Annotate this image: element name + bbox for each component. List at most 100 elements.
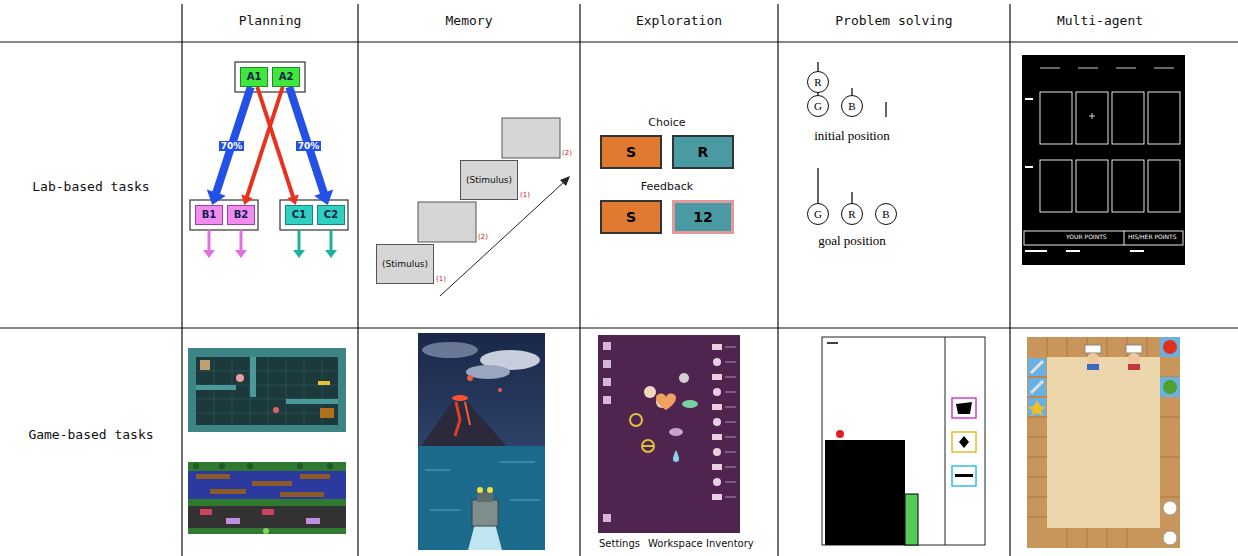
ocean-game-part xyxy=(477,487,483,493)
state-box: A1 xyxy=(240,67,268,87)
column-header: Planning xyxy=(239,14,302,29)
cooking-game-part xyxy=(1163,340,1177,354)
crafting-game-part-part xyxy=(725,362,736,363)
node-text: B2 xyxy=(234,210,249,220)
node-text: R xyxy=(814,77,821,88)
table-grid-part xyxy=(357,4,358,556)
two-step-task-part xyxy=(190,200,258,230)
physics-puzzle-game-part xyxy=(955,474,973,477)
economic-game-screen-part-part xyxy=(1154,68,1174,69)
node-text: (Stimulus) xyxy=(466,176,512,185)
dungeon-game-part-part xyxy=(196,371,338,372)
physics-puzzle-game-part xyxy=(825,440,905,545)
economic-game-screen-part-part xyxy=(1025,250,1047,252)
frogger-game-part xyxy=(196,474,330,497)
cooking-game-part-part xyxy=(1027,457,1047,458)
physics-puzzle-game xyxy=(822,337,985,545)
crafting-game-part-part xyxy=(725,482,736,483)
node-text: R xyxy=(848,209,855,220)
state-box: B2 xyxy=(227,205,255,225)
order-number: (1) xyxy=(436,275,446,283)
arrow-head xyxy=(314,190,333,205)
two-step-task-part xyxy=(209,230,241,250)
panel-label: Settings xyxy=(599,538,640,550)
cooking-game-part-part xyxy=(1027,477,1047,478)
ball-circle: R xyxy=(841,203,863,225)
crafting-game-part xyxy=(673,450,679,462)
two-step-task-part xyxy=(325,250,337,258)
cooking-game-part xyxy=(1031,361,1043,373)
frogger-game-part-part xyxy=(252,481,292,486)
frogger-game-part-part xyxy=(300,474,330,479)
crafting-game-part xyxy=(682,400,698,408)
dungeon-game-part xyxy=(320,408,334,418)
crafting-game-part-part xyxy=(725,407,736,408)
ocean-game-part xyxy=(467,375,473,381)
ocean-game-part xyxy=(418,446,545,550)
frogger-game-part xyxy=(226,518,320,524)
economic-game-screen-part-part xyxy=(1040,68,1060,69)
transition-arrow xyxy=(207,87,251,205)
cooking-game-part-part xyxy=(1126,345,1142,353)
economic-game-screen-part-part xyxy=(1130,250,1144,252)
ocean-game-part xyxy=(452,395,468,401)
panel-label: Inventory xyxy=(706,538,754,550)
cooking-game-part xyxy=(1160,337,1180,357)
frogger-game-part-part xyxy=(262,509,274,515)
ocean-game-part-part xyxy=(430,509,460,511)
frogger-game-part xyxy=(200,509,274,515)
state-box: A2 xyxy=(272,67,300,87)
cooking-game-part-part xyxy=(1087,364,1099,370)
dungeon-game-part xyxy=(318,381,330,385)
crafting-game-part-part xyxy=(713,478,721,486)
physics-puzzle-game-part xyxy=(952,398,976,418)
crafting-game xyxy=(598,335,740,533)
ocean-game-part xyxy=(498,388,502,392)
crafting-game-part-part xyxy=(725,422,736,423)
frogger-game-part xyxy=(188,471,346,499)
memory-stimulus-sequence xyxy=(418,118,570,296)
ocean-game-part xyxy=(420,402,508,448)
state-box: C2 xyxy=(317,205,345,225)
cooking-game-part-part xyxy=(1027,397,1047,398)
economic-game-screen-part-part xyxy=(1040,160,1072,212)
economic-game-screen-part-part xyxy=(1092,113,1093,119)
feedback-button: S xyxy=(600,200,662,234)
table-grid-part xyxy=(1009,4,1010,556)
crafting-game-part xyxy=(656,394,676,411)
ocean-game-part xyxy=(418,333,545,550)
ocean-game-part-part xyxy=(425,469,450,471)
cooking-game-part xyxy=(1163,501,1177,515)
cooking-game-part-part xyxy=(1027,377,1047,378)
frogger-game-part xyxy=(188,506,346,528)
node-text: B1 xyxy=(202,210,217,220)
two-step-task xyxy=(190,62,348,258)
cooking-game-part-part xyxy=(1107,337,1108,357)
column-header: Multi-agent xyxy=(1057,14,1143,29)
score-label: HIS/HER POINTS xyxy=(1128,234,1177,241)
stimulus-card: (Stimulus) xyxy=(376,244,434,284)
physics-puzzle-game-part xyxy=(956,402,972,414)
cooking-game-part xyxy=(1027,337,1180,548)
physics-puzzle-game-part xyxy=(959,436,969,448)
ocean-game xyxy=(418,333,545,550)
two-step-task-part-part xyxy=(330,230,333,250)
memory-stimulus-sequence-part xyxy=(560,176,570,186)
cooking-game-part xyxy=(1163,531,1177,545)
economic-game-screen-part xyxy=(1025,98,1144,252)
panel-label: Workspace xyxy=(648,538,703,550)
table-grid-part xyxy=(181,4,182,556)
column-header: Exploration xyxy=(636,14,722,29)
crafting-game-part-part xyxy=(712,344,722,350)
ball-circle: B xyxy=(875,203,897,225)
physics-puzzle-game-part xyxy=(945,337,946,545)
economic-game-screen-part-part xyxy=(1112,92,1144,144)
cooking-game-part-part xyxy=(1107,528,1108,548)
state-box: B1 xyxy=(195,205,223,225)
physics-puzzle-game-part xyxy=(827,342,838,344)
cooking-game-part-part xyxy=(1067,528,1068,548)
crafting-game-part xyxy=(642,440,654,452)
order-number: (2) xyxy=(562,149,572,157)
economic-game-screen-part xyxy=(1024,92,1183,245)
cooking-game-part-part xyxy=(1085,345,1101,353)
